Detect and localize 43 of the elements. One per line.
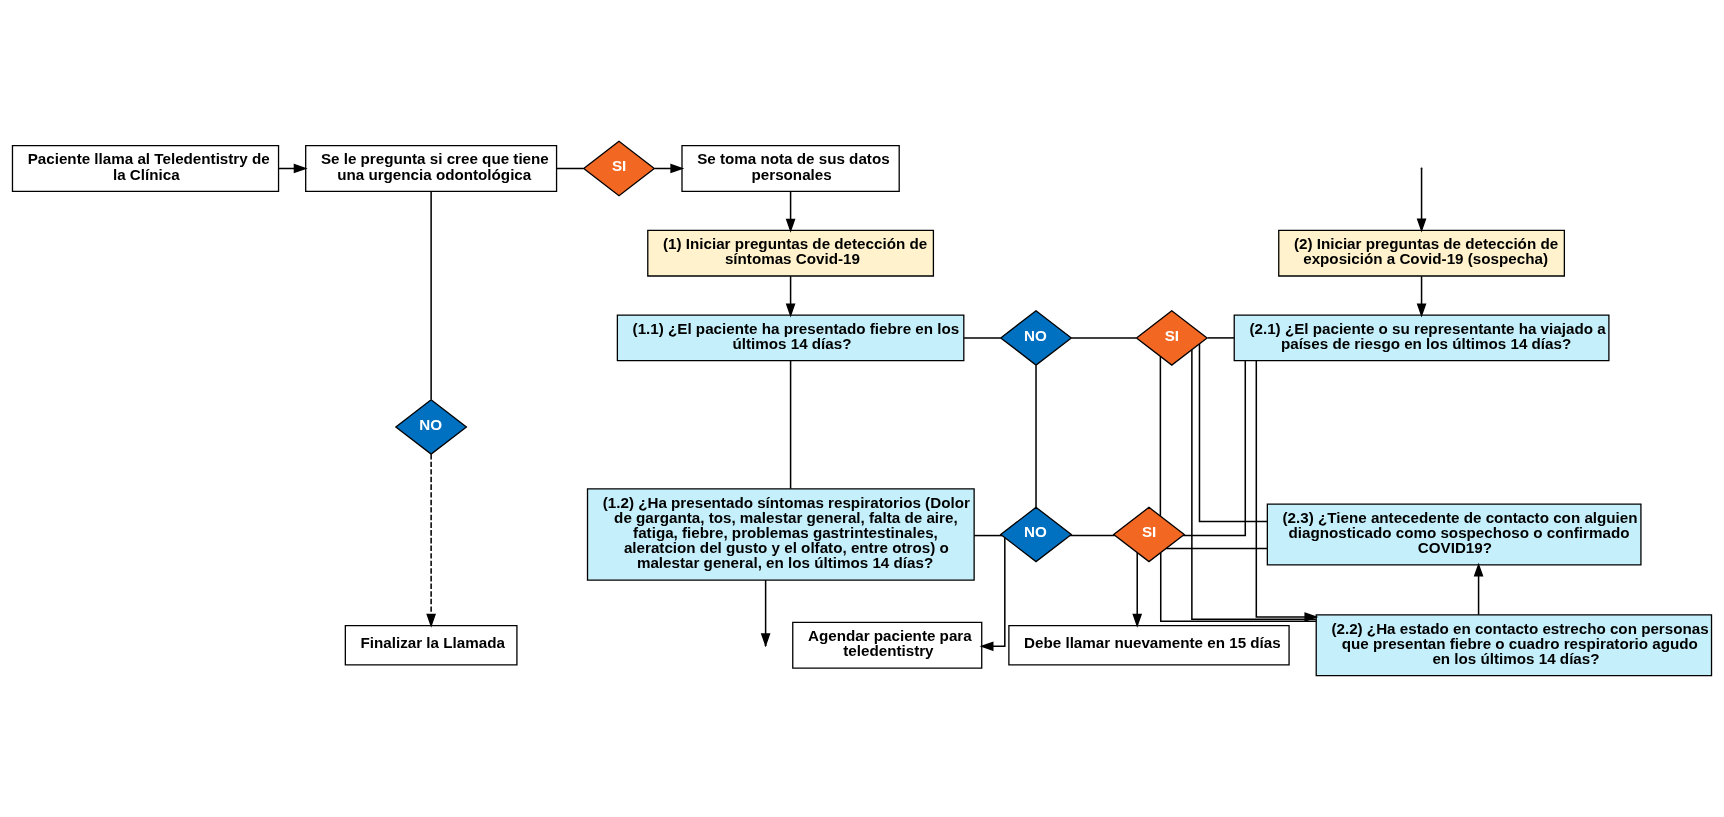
connector — [556, 167, 585, 170]
node-diamond: NO — [394, 399, 468, 455]
connector — [963, 337, 1002, 339]
node-box: (2.2) ¿Ha estado en contacto estrecho con personas que presentan fiebre o cuadro respiratorio agudo en los últimos 14 días? — [1315, 614, 1713, 677]
node-box: (1) Iniciar preguntas de detección de síntomas Covid-19 — [647, 229, 935, 277]
connector — [973, 534, 1003, 537]
connector — [430, 190, 432, 401]
connector — [789, 360, 792, 490]
node-box: Se le pregunta si cree que tiene una urgencia odontológica — [305, 145, 558, 192]
connector — [1182, 360, 1247, 537]
node-box: (2) Iniciar preguntas de detección de exposición a Covid-19 (sospecha) — [1278, 229, 1565, 277]
node-box: Paciente llama al Teledentistry de la Clínica — [11, 145, 280, 192]
node-box: Finalizar la Llamada — [344, 625, 518, 666]
node-diamond: SI — [582, 140, 656, 197]
node-box: Debe llamar nuevamente en 15 días — [1008, 625, 1290, 666]
node-box: (1.2) ¿Ha presentado síntomas respiratorios (Dolor de garganta, tos, malestar general, falta de aire, fatiga, fiebre, problemas gastrintestinales, aleratcion del gusto y el olfato, entre otros) o malestar general, en los últimos 14 días? — [586, 488, 975, 581]
connector — [1206, 337, 1235, 339]
connector — [1160, 552, 1317, 623]
arrow — [426, 453, 436, 628]
node-box: (2.1) ¿El paciente o su representante ha viajado a países de riesgo en los últimos 14 días? — [1233, 314, 1610, 362]
node-diamond: NO — [999, 309, 1073, 366]
connector — [1191, 348, 1317, 620]
connector — [1159, 355, 1162, 517]
node-box: Agendar paciente para teledentistry — [792, 621, 983, 669]
arrow — [785, 275, 796, 318]
node-box: (2.3) ¿Tiene antecedente de contacto con alguien diagnosticado como sospechoso o confirmado COVID19? — [1266, 503, 1642, 566]
node-diamond: SI — [1135, 309, 1209, 366]
node-diamond: SI — [1112, 506, 1186, 563]
connector — [1069, 534, 1116, 537]
arrow — [785, 190, 796, 233]
arrow — [1255, 360, 1319, 622]
arrow — [1473, 562, 1484, 616]
arrow — [979, 536, 1006, 652]
connector — [1198, 343, 1268, 523]
node-box: (1.1) ¿El paciente ha presentado fiebre en los últimos 14 días? — [616, 314, 965, 362]
arrow — [1416, 275, 1427, 318]
node-box: Se toma nota de sus datos personales — [681, 145, 900, 192]
arrow — [1416, 168, 1427, 233]
node-diamond: NO — [999, 506, 1073, 563]
arrow — [1132, 552, 1143, 628]
connector — [1070, 337, 1137, 339]
connector — [1165, 547, 1268, 550]
connector — [1035, 364, 1037, 508]
